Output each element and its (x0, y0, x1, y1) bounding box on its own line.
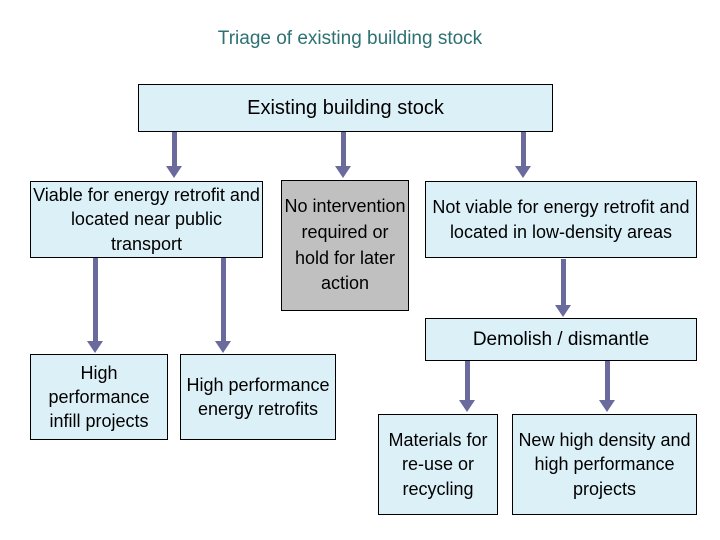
arrow-root-to-not-viable (515, 132, 531, 178)
node-label: High performance infill projects (48, 362, 150, 432)
node-viable-retrofit: Viable for energy retrofit and located n… (30, 181, 263, 258)
node-label: Materials for re-use or recycling (388, 430, 488, 499)
node-label: No intervention required or hold for lat… (284, 196, 406, 294)
node-materials-reuse: Materials for re-use or recycling (378, 414, 498, 515)
node-label: Existing building stock (247, 96, 444, 119)
arrow-head-icon (599, 400, 615, 412)
node-existing-building-stock: Existing building stock (138, 84, 553, 132)
arrow-head-icon (166, 166, 182, 178)
arrow-head-icon (215, 341, 231, 353)
arrow-shaft (340, 132, 346, 166)
node-energy-retrofits: High performance energy retrofits (180, 354, 336, 440)
arrow-shaft (520, 132, 526, 166)
arrow-shaft (220, 258, 226, 341)
node-no-intervention: No intervention required or hold for lat… (281, 180, 409, 311)
arrow-root-to-no-intervention (335, 132, 351, 178)
node-infill-projects: High performance infill projects (30, 354, 168, 440)
node-new-high-density: New high density and high performance pr… (512, 414, 697, 515)
arrow-root-to-viable (166, 132, 182, 178)
slide-title: Triage of existing building stock (217, 28, 483, 49)
node-demolish-dismantle: Demolish / dismantle (425, 318, 697, 361)
arrow-demolish-to-materials (459, 361, 475, 412)
arrow-head-icon (555, 305, 571, 317)
node-label: Viable for energy retrofit and located n… (33, 185, 260, 254)
arrow-head-icon (459, 400, 475, 412)
node-label: Demolish / dismantle (472, 328, 650, 350)
arrow-head-icon (335, 166, 351, 178)
arrow-shaft (604, 361, 610, 400)
node-not-viable-retrofit: Not viable for energy retrofit and locat… (425, 181, 697, 258)
arrow-viable-to-energy-retrofits (215, 258, 231, 353)
arrow-shaft (560, 259, 566, 305)
node-label: High performance energy retrofits (186, 374, 330, 419)
node-label: Not viable for energy retrofit and locat… (432, 197, 690, 242)
arrow-shaft (92, 258, 98, 341)
arrow-demolish-to-new-projects (599, 361, 615, 412)
node-label: New high density and high performance pr… (518, 430, 691, 499)
arrow-shaft (464, 361, 470, 400)
arrow-viable-to-infill (87, 258, 103, 353)
arrow-not-viable-to-demolish (555, 259, 571, 317)
arrow-head-icon (515, 166, 531, 178)
arrow-shaft (171, 132, 177, 166)
arrow-head-icon (87, 341, 103, 353)
